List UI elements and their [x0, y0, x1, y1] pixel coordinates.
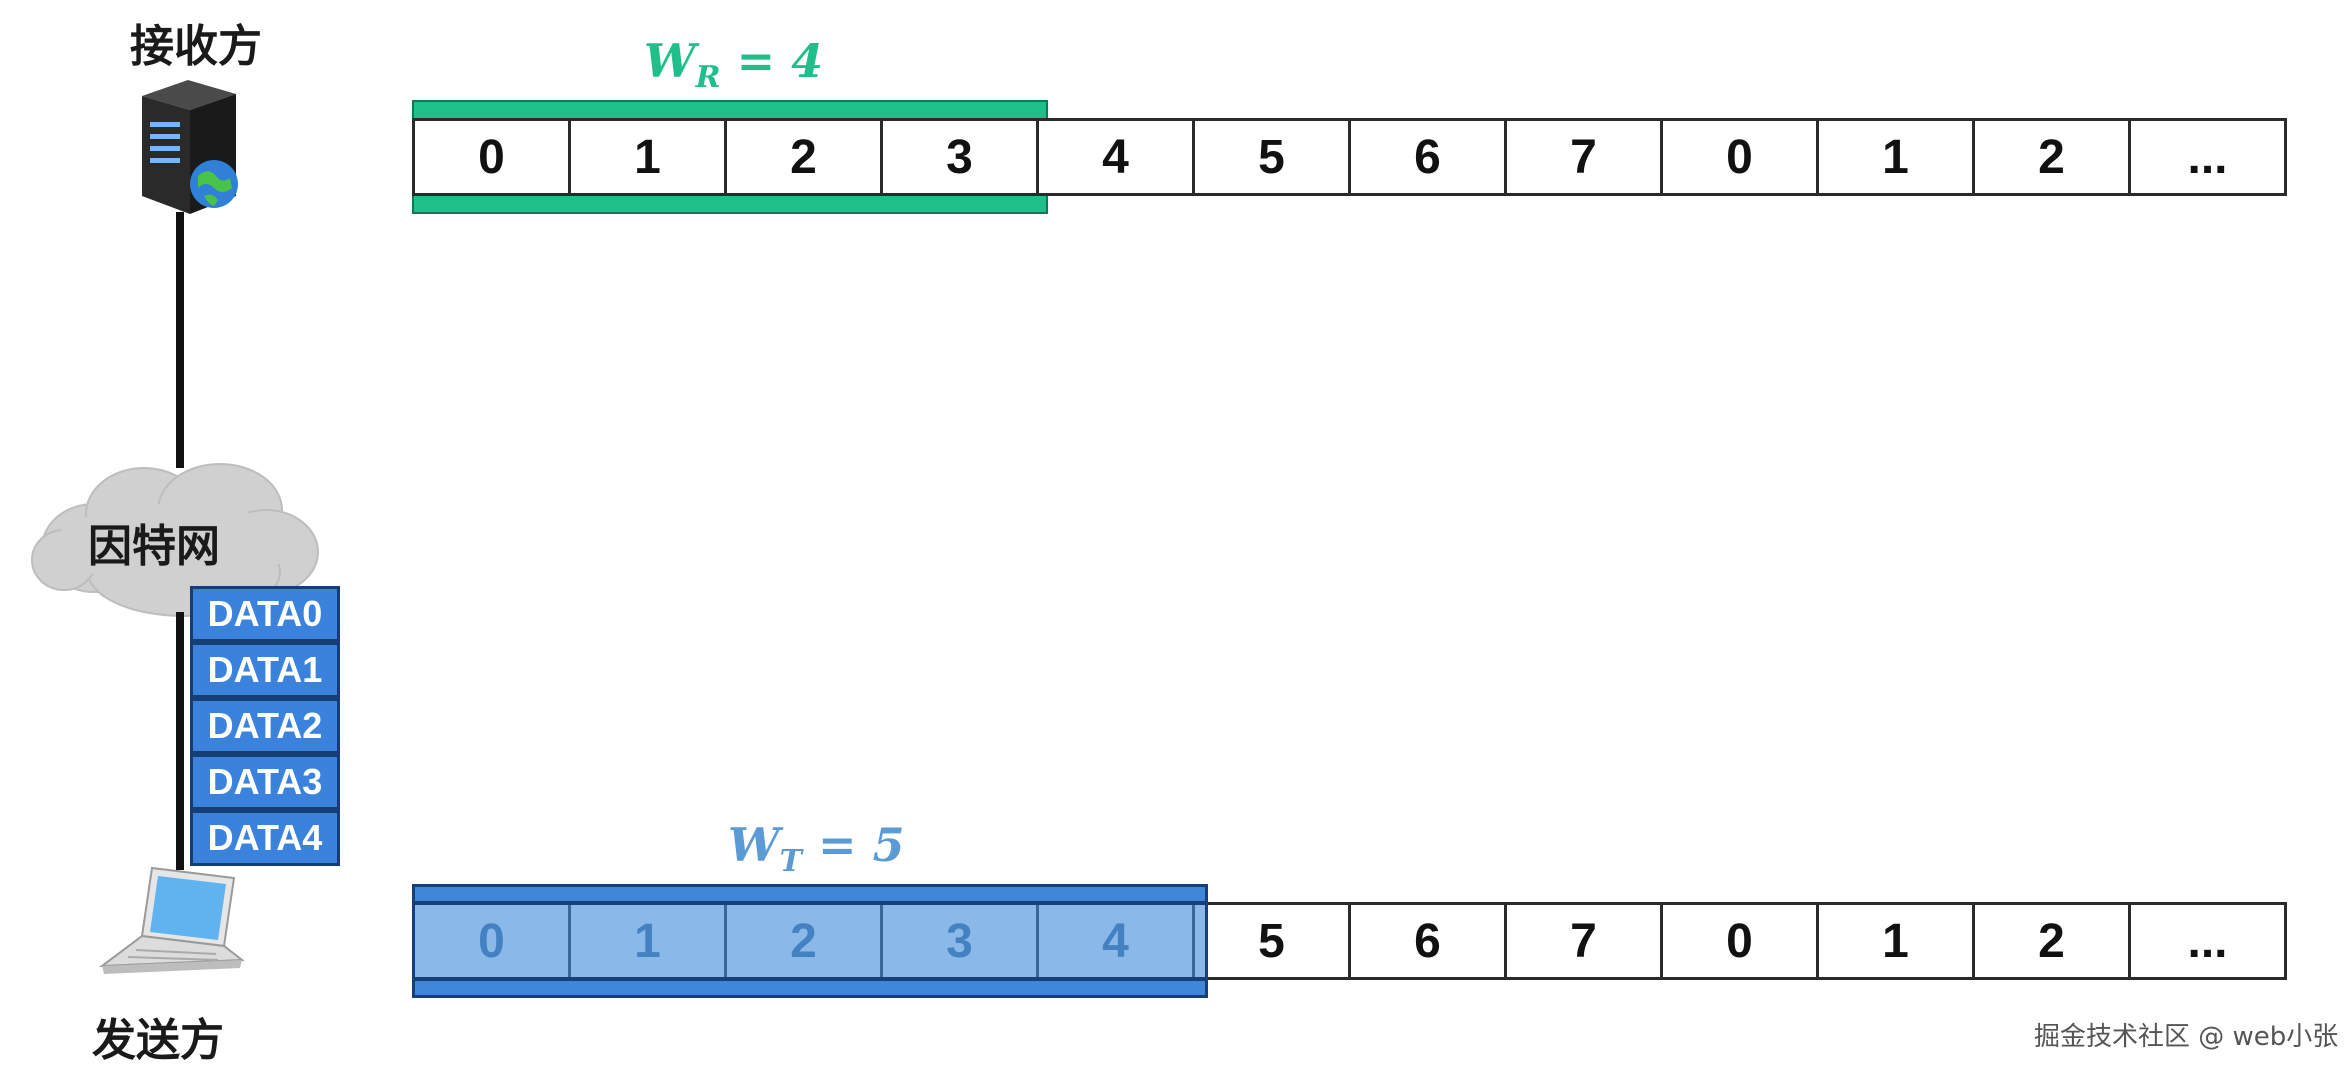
receiver-seq-1: 1	[568, 118, 727, 196]
sender-label: 发送方	[92, 1015, 224, 1066]
send-window-bottom-bar	[412, 978, 1208, 998]
sender-seq-9: 1	[1816, 902, 1975, 980]
send-window-top-bar	[412, 884, 1208, 904]
receiver-seq-8: 0	[1660, 118, 1819, 196]
receiver-label: 接收方	[130, 21, 262, 72]
send-window-var: W	[728, 818, 780, 872]
watermark: 掘金技术社区 @ web小张	[2034, 1022, 2339, 1052]
sender-seq-11: ...	[2128, 902, 2287, 980]
receiver-seq-0: 0	[412, 118, 571, 196]
receiver-seq-4: 4	[1036, 118, 1195, 196]
packet-queue: DATA0 DATA1 DATA2 DATA3 DATA4	[190, 586, 340, 870]
sender-seq-8: 0	[1660, 902, 1819, 980]
packet-data1: DATA1	[190, 642, 340, 698]
send-window-highlight	[412, 902, 1208, 980]
sender-seq-5: 5	[1192, 902, 1351, 980]
packet-data3: DATA3	[190, 754, 340, 810]
send-window-eq: = 5	[802, 818, 905, 872]
internet-label: 因特网	[88, 521, 220, 572]
receiver-seq-10: 2	[1972, 118, 2131, 196]
sender-seq-10: 2	[1972, 902, 2131, 980]
receiver-link	[176, 212, 184, 468]
receive-window-var: W	[644, 34, 696, 88]
receive-window-bottom-bar	[412, 194, 1048, 214]
cloud-icon	[31, 463, 319, 617]
sender-link	[176, 612, 184, 870]
sender-seq-7: 7	[1504, 902, 1663, 980]
laptop-icon	[98, 866, 245, 974]
receiver-seq-3: 3	[880, 118, 1039, 196]
server-icon	[142, 80, 238, 214]
receive-window-eq: = 4	[720, 34, 824, 88]
packet-data2: DATA2	[190, 698, 340, 754]
receiver-seq-5: 5	[1192, 118, 1351, 196]
receiver-seq-11: ...	[2128, 118, 2287, 196]
sender-seq-6: 6	[1348, 902, 1507, 980]
receive-window-top-bar	[412, 100, 1048, 120]
receive-window-label: WR = 4	[644, 34, 823, 95]
receiver-seq-7: 7	[1504, 118, 1663, 196]
receive-window-sub: R	[695, 60, 721, 96]
receiver-seq-6: 6	[1348, 118, 1507, 196]
packet-data0: DATA0	[190, 586, 340, 642]
send-window-label: WT = 5	[728, 818, 905, 879]
receiver-sequence-row: 0 1 2 3 4 5 6 7 0 1 2 ...	[412, 118, 2287, 196]
receiver-seq-9: 1	[1816, 118, 1975, 196]
packet-data4: DATA4	[190, 810, 340, 866]
receiver-seq-2: 2	[724, 118, 883, 196]
send-window-sub: T	[779, 844, 802, 880]
